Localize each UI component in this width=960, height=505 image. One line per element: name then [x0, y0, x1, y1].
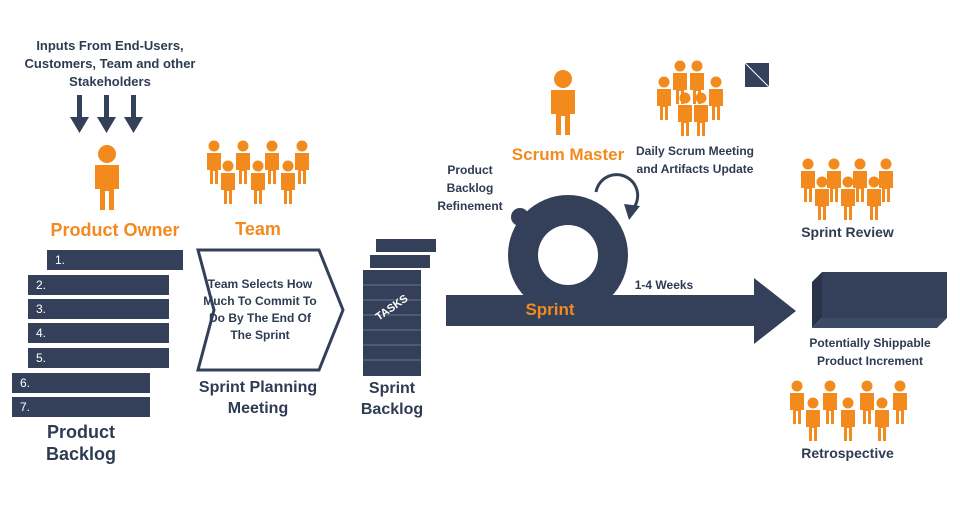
backlog-item: 4.	[28, 323, 169, 343]
weeks-label: 1-4 Weeks	[634, 278, 694, 292]
product-owner-label: Product Owner	[50, 220, 180, 240]
team-icon	[207, 140, 309, 204]
sprint-planning-box	[196, 248, 345, 372]
scrum-master-icon	[551, 70, 575, 135]
backlog-item: 5.	[28, 348, 169, 368]
daily-cycle-icon	[594, 173, 640, 212]
planning-box-text: Team Selects How Much To Commit To Do By…	[203, 277, 317, 342]
sprint-backlog-stack	[363, 239, 436, 376]
team-label: Team	[235, 219, 281, 239]
retrospective-label: Retrospective	[801, 445, 894, 461]
product-owner-icon	[95, 145, 119, 210]
backlog-item: 7.	[12, 397, 150, 417]
sprint-review-icon	[801, 158, 893, 220]
product-increment-box	[812, 272, 947, 328]
sprint-backlog-label: Sprint Backlog	[360, 380, 424, 418]
backlog-item: 2.	[28, 275, 169, 295]
backlog-item: 6.	[12, 373, 150, 393]
backlog-item: 1.	[47, 250, 183, 270]
daily-scrum-icon	[657, 60, 723, 136]
backlog-item: 3.	[28, 299, 169, 319]
sprint-planning-label: Sprint Planning Meeting	[198, 379, 318, 417]
sprint-review-label: Sprint Review	[801, 224, 894, 240]
scrum-master-label: Scrum Master	[511, 145, 625, 164]
inputs-label: Inputs From End-Users, Customers, Team a…	[24, 38, 196, 89]
corner-square-icon	[744, 62, 770, 88]
product-backlog-label: Product Backlog	[45, 422, 117, 464]
daily-scrum-label: Daily Scrum Meeting and Artifacts Update	[635, 144, 755, 176]
input-arrows	[70, 95, 143, 133]
sprint-arrow	[446, 278, 796, 344]
retrospective-icon	[790, 380, 907, 441]
backlog-refinement-label: Product Backlog Refinement	[437, 163, 503, 213]
sprint-label: Sprint	[525, 300, 575, 319]
sprint-cycle-ring	[508, 195, 628, 315]
increment-label: Potentially Shippable Product Increment	[809, 336, 931, 368]
